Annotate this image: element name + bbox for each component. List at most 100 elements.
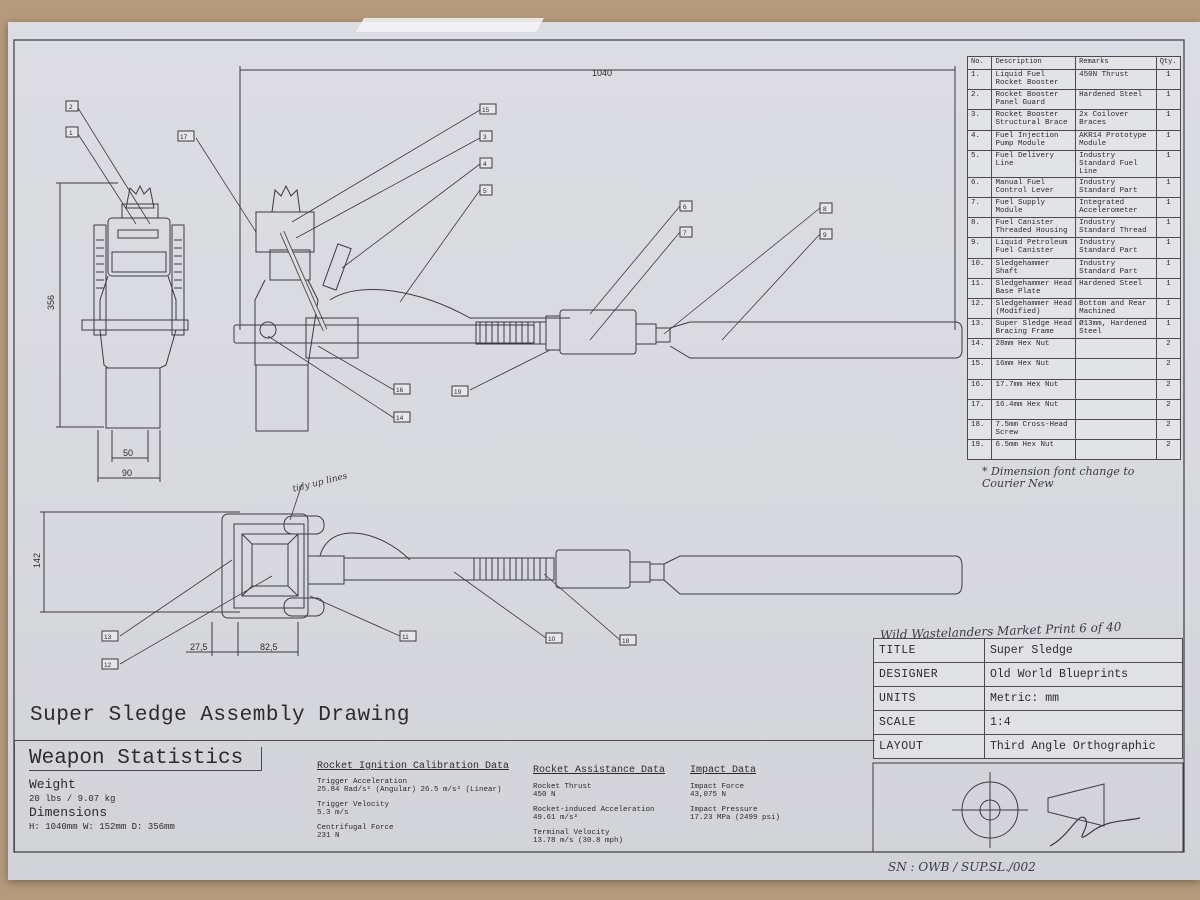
units-value: Metric: mm — [984, 686, 1183, 711]
bom-cell-qty: 1 — [1155, 277, 1182, 299]
svg-text:6: 6 — [683, 204, 687, 211]
balloon-11: 11 — [399, 630, 417, 642]
bom-cell-no: 3. — [966, 109, 993, 131]
balloon-9: 9 — [819, 228, 833, 240]
trigger-accel-label: Trigger Acceleration — [317, 778, 408, 786]
balloon-16: 16 — [393, 383, 411, 395]
bom-cell-no: 10. — [966, 257, 993, 279]
bom-cell-remarks — [1075, 358, 1157, 380]
balloon-19: 19 — [451, 385, 469, 397]
bom-cell-qty: 1 — [1155, 318, 1182, 340]
balloon-6: 6 — [679, 200, 693, 212]
svg-text:5: 5 — [483, 188, 487, 195]
bom-cell-qty: 1 — [1155, 257, 1182, 279]
bom-row: 12.Sledgehammer Head (Modified)Bottom an… — [966, 297, 1182, 320]
top-view — [40, 511, 963, 656]
bom-cell-description: Fuel Delivery Line — [991, 149, 1077, 178]
bom-cell-remarks: 450N Thrust — [1075, 68, 1157, 91]
balloon-15: 15 — [479, 103, 497, 115]
impact-pressure-value: 17.23 MPa (2499 psi) — [690, 814, 781, 822]
bom-cell-no: 5. — [966, 149, 993, 178]
dim-offset-a: 27,5 — [190, 642, 208, 652]
scale-label: SCALE — [873, 710, 985, 735]
rocket-accel-value: 49.61 m/s² — [533, 814, 579, 822]
bom-cell-no: 2. — [966, 89, 993, 111]
bom-cell-remarks: Integrated Accelerometer — [1075, 196, 1157, 219]
bom-cell-no: 14. — [966, 338, 993, 360]
bom-cell-remarks: Hardened Steel — [1075, 89, 1157, 111]
bom-cell-remarks — [1075, 378, 1157, 400]
impact-heading: Impact Data — [690, 765, 757, 776]
projection-symbol — [872, 762, 1184, 853]
bom-cell-description: 7.5mm Cross-Head Screw — [991, 418, 1077, 441]
bom-cell-remarks: Bottom and Rear Machined — [1075, 297, 1157, 320]
bom-cell-remarks — [1075, 398, 1157, 421]
bom-cell-qty: 2 — [1155, 358, 1182, 380]
front-view — [56, 182, 189, 482]
bom-cell-no: 19. — [966, 439, 993, 461]
balloon-7: 7 — [679, 226, 693, 238]
bom-cell-qty: 2 — [1155, 338, 1182, 360]
title-value: Super Sledge — [984, 638, 1183, 663]
balloons: 2 1 17 15 3 4 5 6 7 8 9 16 14 19 13 12 1… — [65, 100, 833, 670]
title-label: TITLE — [873, 638, 985, 663]
bom-cell-no: 13. — [966, 318, 993, 340]
dim-width-outer: 90 — [122, 468, 132, 478]
bom-cell-description: 17.7mm Hex Nut — [991, 378, 1077, 400]
bom-cell-qty: 1 — [1155, 149, 1182, 178]
bom-cell-no: 11. — [966, 277, 993, 299]
svg-text:17: 17 — [180, 134, 188, 141]
bom-cell-remarks: Industry Standard Part — [1075, 257, 1157, 279]
bom-header-no: No. — [966, 56, 993, 70]
ignition-heading: Rocket Ignition Calibration Data — [317, 761, 510, 772]
bom-cell-no: 8. — [966, 217, 993, 239]
bom-cell-qty: 1 — [1155, 196, 1182, 219]
balloon-18: 18 — [619, 634, 637, 646]
bom-cell-qty: 1 — [1155, 89, 1182, 111]
svg-text:14: 14 — [396, 415, 404, 422]
weapon-statistics-panel: Weapon Statistics Weight 20 lbs / 9.07 k… — [14, 740, 875, 853]
thrust-label: Rocket Thrust — [533, 783, 592, 791]
dim-height: 356 — [46, 295, 56, 310]
bom-cell-description: Manual Fuel Control Lever — [991, 176, 1077, 198]
bom-cell-qty: 2 — [1155, 398, 1182, 421]
bom-header-remarks: Remarks — [1075, 56, 1157, 70]
designer-value: Old World Blueprints — [984, 662, 1183, 687]
bom-cell-qty: 1 — [1155, 109, 1182, 131]
trigger-accel-value: 25.84 Rad/s² (Angular) 26.5 m/s² (Linear… — [317, 786, 502, 794]
bom-cell-no: 7. — [966, 196, 993, 219]
bom-header-description: Description — [991, 56, 1077, 70]
bom-cell-qty: 2 — [1155, 378, 1182, 400]
bom-cell-description: Fuel Injection Pump Module — [991, 129, 1077, 151]
leader-lines — [77, 107, 821, 665]
dim-depth: 142 — [32, 553, 42, 568]
bom-header-qty: Qty. — [1155, 56, 1182, 70]
designer-label: DESIGNER — [873, 662, 985, 687]
bom-cell-remarks: Industry Standard Thread — [1075, 217, 1157, 239]
balloon-4: 4 — [479, 157, 493, 169]
bom-cell-description: Sledgehammer Shaft — [991, 257, 1077, 279]
bom-cell-description: Sledgehammer Head (Modified) — [991, 297, 1077, 320]
font-change-note: * Dimension font change to Courier New — [982, 465, 1135, 490]
bom-cell-no: 15. — [966, 358, 993, 380]
svg-text:1: 1 — [69, 130, 73, 137]
bom-cell-no: 18. — [966, 418, 993, 441]
bom-cell-no: 9. — [966, 237, 993, 259]
bom-cell-description: Fuel Canister Threaded Housing — [991, 217, 1077, 239]
balloon-17: 17 — [177, 130, 195, 142]
bom-cell-qty: 1 — [1155, 68, 1182, 91]
serial-number: SN : OWB / SUP.SL./002 — [888, 860, 1036, 874]
units-label: UNITS — [873, 686, 985, 711]
bom-cell-description: Super Sledge Head Bracing Frame — [991, 318, 1077, 340]
bom-cell-description: 16mm Hex Nut — [991, 358, 1077, 380]
